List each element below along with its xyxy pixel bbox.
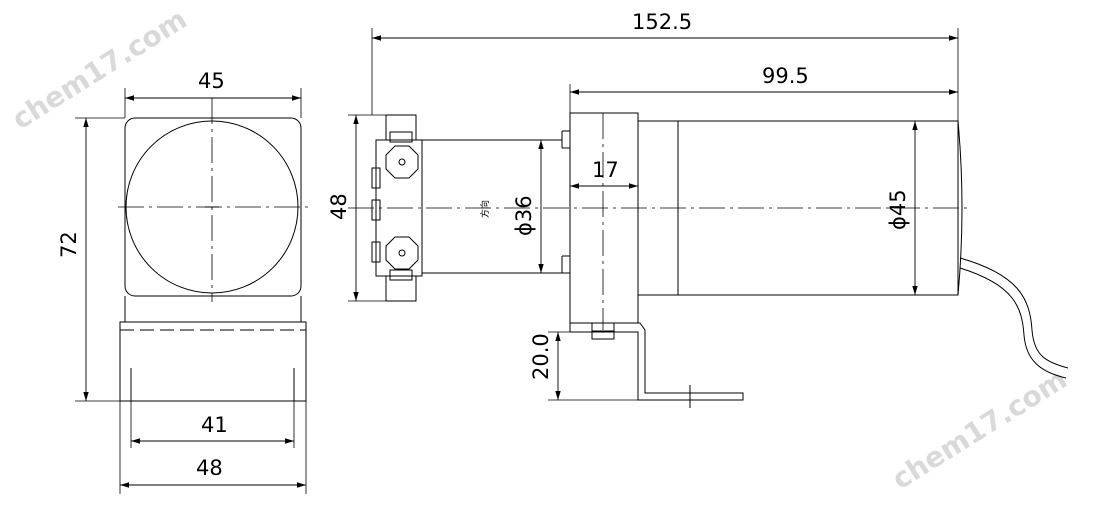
dim-front-height: 72 bbox=[57, 231, 81, 258]
pump-valve-top bbox=[385, 145, 419, 179]
watermark-bottom-right: chem17.com bbox=[886, 362, 1073, 496]
dim-flange-width: 17 bbox=[592, 158, 619, 182]
pump-head-body bbox=[375, 139, 423, 277]
dim-bracket-inner: 41 bbox=[201, 413, 228, 437]
dim-pump-head-height: 48 bbox=[327, 193, 351, 220]
front-view: 45 72 41 48 bbox=[57, 69, 308, 494]
pump-valve-bottom bbox=[385, 236, 419, 270]
dim-motor-dia: ϕ45 bbox=[886, 189, 910, 230]
mount-bracket-front bbox=[119, 321, 307, 402]
mount-foot bbox=[569, 322, 744, 401]
flow-direction-mark: 方向 bbox=[479, 200, 491, 218]
watermark-top-left: chem17.com bbox=[6, 2, 193, 136]
motor-cable bbox=[959, 257, 1069, 369]
dim-front-width: 45 bbox=[198, 69, 225, 93]
side-view: 方向 152.5 99.5 17 48 ϕ36 ϕ45 20.0 bbox=[327, 10, 1069, 408]
dim-motor-length: 99.5 bbox=[762, 64, 809, 88]
dim-overall-length: 152.5 bbox=[632, 10, 692, 34]
dim-mount-height: 20.0 bbox=[529, 333, 553, 380]
dim-pump-dia: ϕ36 bbox=[512, 195, 536, 236]
dim-bracket-outer: 48 bbox=[196, 456, 223, 480]
motor-flange bbox=[569, 112, 639, 324]
